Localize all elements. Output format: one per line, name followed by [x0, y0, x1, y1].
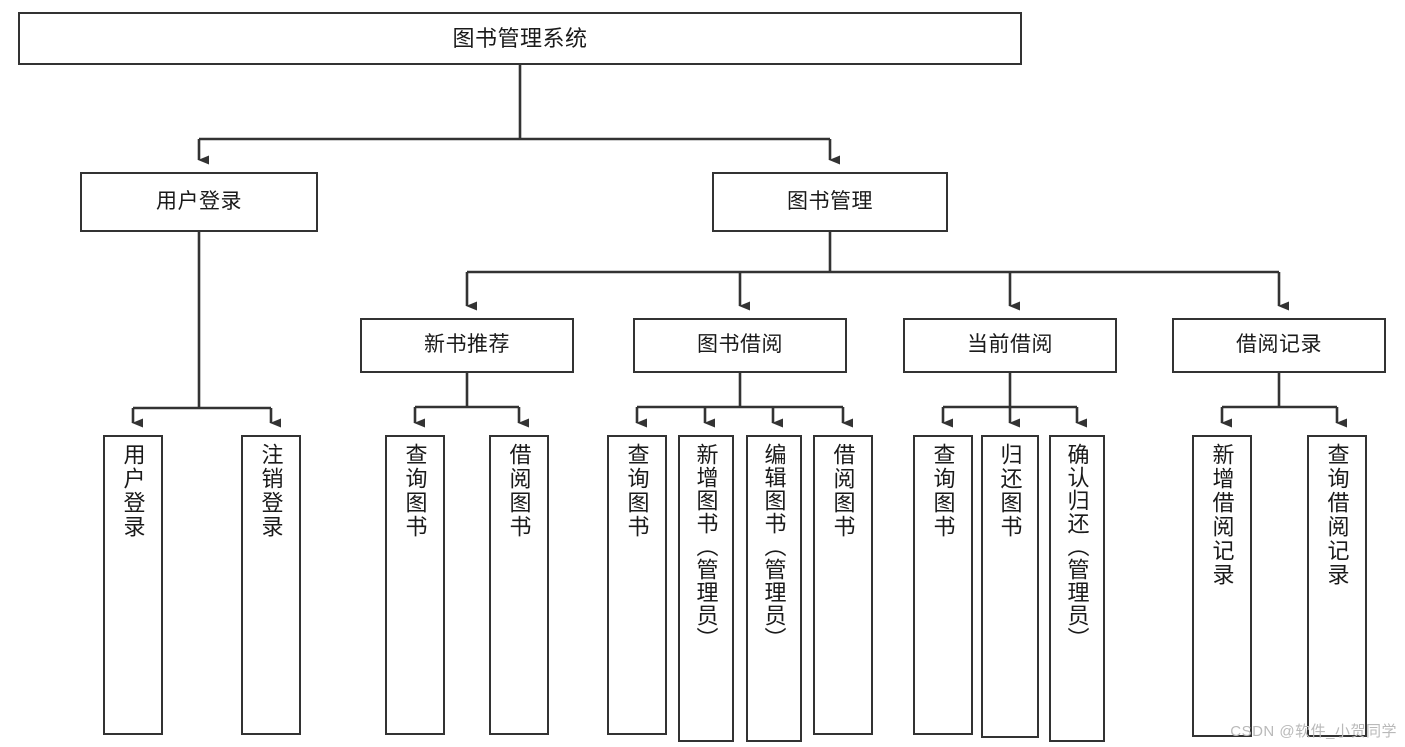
- node-user-login[interactable]: 用户登录: [80, 172, 318, 232]
- node-label: 用户登录: [120, 443, 146, 539]
- node-borrowing-record[interactable]: 借阅记录: [1172, 318, 1386, 373]
- node-label: 查询图书: [402, 443, 428, 539]
- leaf-borrow-books[interactable]: 借阅图书: [813, 435, 873, 735]
- node-label: 借阅记录: [1236, 333, 1322, 357]
- node-label: 查询图书: [930, 443, 956, 539]
- node-label: 查询借阅记录: [1324, 443, 1350, 587]
- node-label: 图书管理: [787, 189, 873, 213]
- leaf-logout[interactable]: 注销登录: [241, 435, 301, 735]
- node-label: 新增借阅记录: [1209, 443, 1235, 587]
- node-book-management[interactable]: 图书管理: [712, 172, 948, 232]
- leaf-add-book-admin[interactable]: 新增图书（管理员）: [678, 435, 734, 742]
- node-label: 图书借阅: [697, 333, 783, 357]
- leaf-query-books-borrow[interactable]: 查询图书: [607, 435, 667, 735]
- leaf-query-borrow-record[interactable]: 查询借阅记录: [1307, 435, 1367, 737]
- node-label: 编辑图书（管理员）: [761, 443, 787, 650]
- node-label: 借阅图书: [506, 443, 532, 539]
- leaf-query-books-new-book[interactable]: 查询图书: [385, 435, 445, 735]
- leaf-add-borrow-record[interactable]: 新增借阅记录: [1192, 435, 1252, 737]
- node-new-book-recommendation[interactable]: 新书推荐: [360, 318, 574, 373]
- node-book-borrowing[interactable]: 图书借阅: [633, 318, 847, 373]
- node-label: 注销登录: [258, 443, 284, 539]
- node-label: 归还图书: [997, 443, 1023, 539]
- node-label: 图书管理系统: [452, 25, 588, 51]
- node-current-borrowing[interactable]: 当前借阅: [903, 318, 1117, 373]
- node-label: 当前借阅: [967, 333, 1053, 357]
- leaf-return-books[interactable]: 归还图书: [981, 435, 1039, 738]
- leaf-borrow-books-new-book[interactable]: 借阅图书: [489, 435, 549, 735]
- node-root-book-management-system[interactable]: 图书管理系统: [18, 12, 1022, 65]
- node-label: 借阅图书: [830, 443, 856, 539]
- leaf-edit-book-admin[interactable]: 编辑图书（管理员）: [746, 435, 802, 742]
- node-label: 确认归还（管理员）: [1064, 443, 1090, 650]
- leaf-confirm-return-admin[interactable]: 确认归还（管理员）: [1049, 435, 1105, 742]
- leaf-query-books-current[interactable]: 查询图书: [913, 435, 973, 735]
- node-label: 新增图书（管理员）: [693, 443, 719, 650]
- node-label: 查询图书: [624, 443, 650, 539]
- leaf-user-login[interactable]: 用户登录: [103, 435, 163, 735]
- node-label: 用户登录: [156, 189, 242, 213]
- node-label: 新书推荐: [424, 333, 510, 357]
- watermark-text: CSDN @软件_小贺同学: [1230, 723, 1397, 740]
